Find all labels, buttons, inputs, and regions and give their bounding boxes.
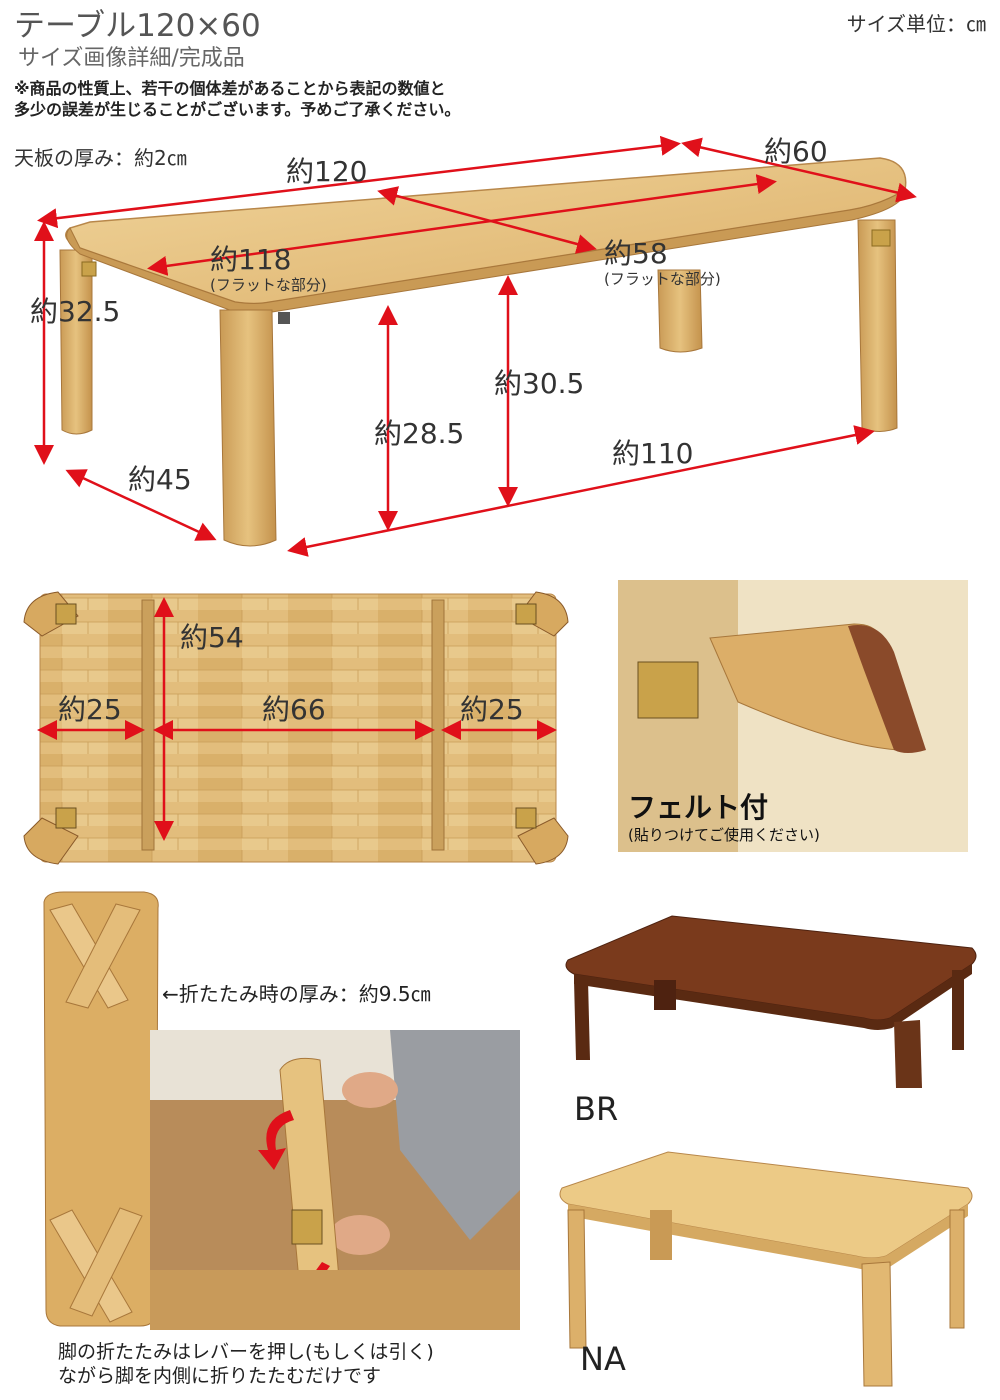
hinge-bracket [55,603,77,625]
folded-leg-bottom [69,1207,143,1317]
variant-na-drawing [559,1151,973,1387]
na-leg [861,1261,893,1387]
right-margin-label: 約25 [460,693,524,726]
caption-line-1: 脚の折たたみはレバーを押し(もしくは引く) [58,1341,434,1363]
felt-pad [848,625,926,753]
leg-span-depth-label: 約45 [128,463,192,496]
variant-na-label: NA [580,1340,626,1378]
underside-brace-left [141,599,155,851]
folding-photo [150,1030,520,1330]
person-arm [390,1030,520,1240]
hinge-bracket [291,1209,323,1245]
na-leg [650,1210,672,1260]
depth-label: 約60 [764,135,828,168]
top-thickness-label: 天板の厚み：約2㎝ [14,146,187,170]
felt-photo-drawing [618,580,968,852]
variant-br-drawing [565,915,977,1088]
left-margin-label: 約25 [58,693,122,726]
table-top-edge [66,189,906,315]
hinge-bracket [515,603,537,625]
flat-depth-label: 約58 [604,237,668,270]
flat-length-note: (フラットな部分) [210,276,327,294]
felt-title: フェルト付 [628,791,769,824]
under-height-inner-label: 約28.5 [374,417,465,450]
variant-br-label: BR [574,1090,619,1128]
height-label: 約32.5 [30,295,121,328]
folding-photo-drawing [150,1030,520,1330]
na-leg [949,1209,965,1329]
leg-front-right [219,309,277,547]
hinge-bracket [55,807,77,829]
photo-board [150,1270,520,1330]
arrow-leg-depth [65,469,217,541]
underside-diagram [23,591,569,865]
br-leg [654,980,676,1010]
na-leg [567,1209,587,1349]
notice-text: ※商品の性質上、若干の個体差があることから表記の数値と 多少の誤差が生じることが… [14,78,460,120]
page-title: テーブル120×60 [14,8,261,44]
underside-brace-right [431,599,445,851]
leg-span-length-label: 約110 [612,437,694,470]
arrow-flat-depth [377,186,597,254]
page-subtitle: サイズ画像詳細/完成品 [18,46,245,71]
br-leg [574,980,590,1060]
underside-board [39,593,557,863]
unit-label: サイズ単位：㎝ [846,12,986,36]
brace-length-label: 約54 [180,621,244,654]
length-label: 約120 [286,155,368,188]
person-hand [330,1215,390,1255]
hinge-bracket [515,807,537,829]
folded-leg-top [65,903,141,1009]
br-leg [894,1020,922,1088]
hinge-bracket [81,261,97,277]
notice-line-2: 多少の誤差が生じることがございます。予めご了承ください。 [14,100,461,119]
felt-note: (貼りつけてご使用ください) [628,826,820,844]
leg-front-left [59,249,93,435]
arrow-depth [681,137,917,203]
arrow-leg-length [287,425,875,557]
main-table-diagram [34,135,917,557]
hinge-bracket [278,312,290,324]
hinge-bracket [637,661,699,719]
curved-arrow-icon [258,1110,294,1170]
leg-back-right [857,219,898,432]
hinge-bracket [871,229,891,247]
folded-thickness-label: ←折たたみ時の厚み：約9.5㎝ [162,982,431,1006]
flat-depth-note: (フラットな部分) [604,270,721,288]
center-span-label: 約66 [262,693,326,726]
felt-photo: フェルト付 (貼りつけてご使用ください) [618,580,968,852]
folded-table-drawing [43,891,159,1327]
folded-leg [23,817,79,865]
folding-caption: 脚の折たたみはレバーを押し(もしくは引く) ながら脚を内側に折りたたむだけです [58,1340,434,1388]
notice-line-1: ※商品の性質上、若干の個体差があることから表記の数値と [14,79,446,98]
person-hand [342,1072,398,1108]
caption-line-2: ながら脚を内側に折りたたむだけです [58,1365,382,1387]
br-leg [952,970,964,1050]
folded-leg [517,817,569,865]
leg-back-middle [657,269,703,353]
under-height-label: 約30.5 [494,367,585,400]
flat-length-label: 約118 [210,243,292,276]
